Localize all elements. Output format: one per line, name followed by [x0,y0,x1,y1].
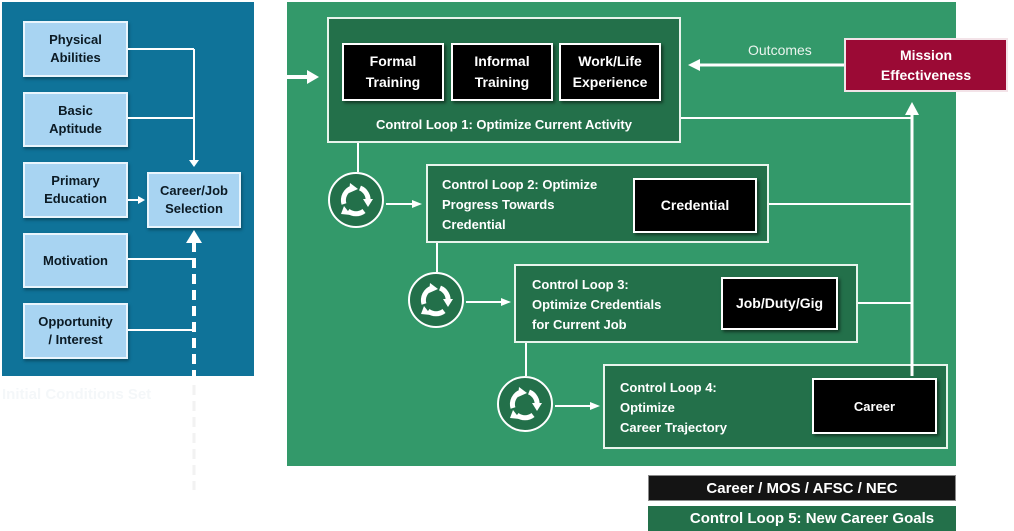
cycle-arrows-icon [509,387,542,421]
motivation-box: Motivation [23,233,128,288]
box-text: / Interest [48,332,103,347]
career-box: Career [812,378,937,434]
arrowhead [186,230,202,243]
arrowhead [688,59,700,71]
job-duty-gig-box: Job/Duty/Gig [721,277,838,330]
box-text: Informal [474,53,530,69]
label-line: Career Trajectory [620,420,727,435]
box-text: Motivation [43,252,108,268]
label-line: Progress Towards [442,197,555,212]
control-loop-2-label: Control Loop 2: Optimize Progress Toward… [442,175,632,235]
arrowhead [307,70,319,84]
label-line: Optimize Credentials [532,297,662,312]
arrowhead [501,298,511,306]
box-text: Physical [49,32,102,47]
label-line: Credential [442,217,506,232]
arrowhead [412,200,422,208]
box-text: Experience [572,74,648,90]
label-line: Control Loop 2: Optimize [442,177,598,192]
control-loop-1-label: Control Loop 1: Optimize Current Activit… [376,117,632,132]
label-line: for Current Job [532,317,627,332]
outcomes-label: Outcomes [748,42,812,58]
box-text: Primary [51,173,100,188]
box-text: Basic [58,102,93,118]
box-text: Formal [369,53,417,69]
box-text: Mission [899,47,953,63]
career-codes-bar: Career / MOS / AFSC / NEC [648,475,956,501]
box-text: Job/Duty/Gig [735,295,824,311]
box-text: Training [474,74,530,90]
cycle-arrows-icon [420,283,453,317]
box-text: Credential [660,197,730,213]
label-line: Control Loop 3: [532,277,629,292]
loop-icon-4 [497,376,553,432]
cycle-arrows-icon [340,183,373,217]
box-text: Career/Job [160,183,228,198]
box-text: Abilities [50,50,101,65]
control-loop-5-bar: Control Loop 5: New Career Goals [648,506,956,531]
arrowhead [590,402,600,410]
initial-conditions-caption: Initial Conditions Set [2,386,152,403]
control-loop-4-label: Control Loop 4: Optimize Career Trajecto… [620,378,790,438]
label-line: Control Loop 4: [620,380,717,395]
loop-icon-3 [408,272,464,328]
box-text: Opportunity [38,314,113,329]
arrowhead [189,160,199,167]
box-text: Career [853,398,896,414]
credential-box: Credential [633,178,757,233]
box-text: Work/Life [578,53,642,69]
opportunity-interest-box: Opportunity / Interest [23,303,128,359]
arrowhead [905,102,919,115]
box-text: Effectiveness [880,67,972,83]
box-text: Education [44,191,107,206]
arrowhead [138,196,145,204]
box-text: Training [365,74,421,90]
label-line: Optimize [620,400,675,415]
box-text: Aptitude [49,120,102,136]
control-loop-3-label: Control Loop 3: Optimize Credentials for… [532,275,712,335]
loop-icon-2 [328,172,384,228]
box-text: Selection [165,201,223,216]
